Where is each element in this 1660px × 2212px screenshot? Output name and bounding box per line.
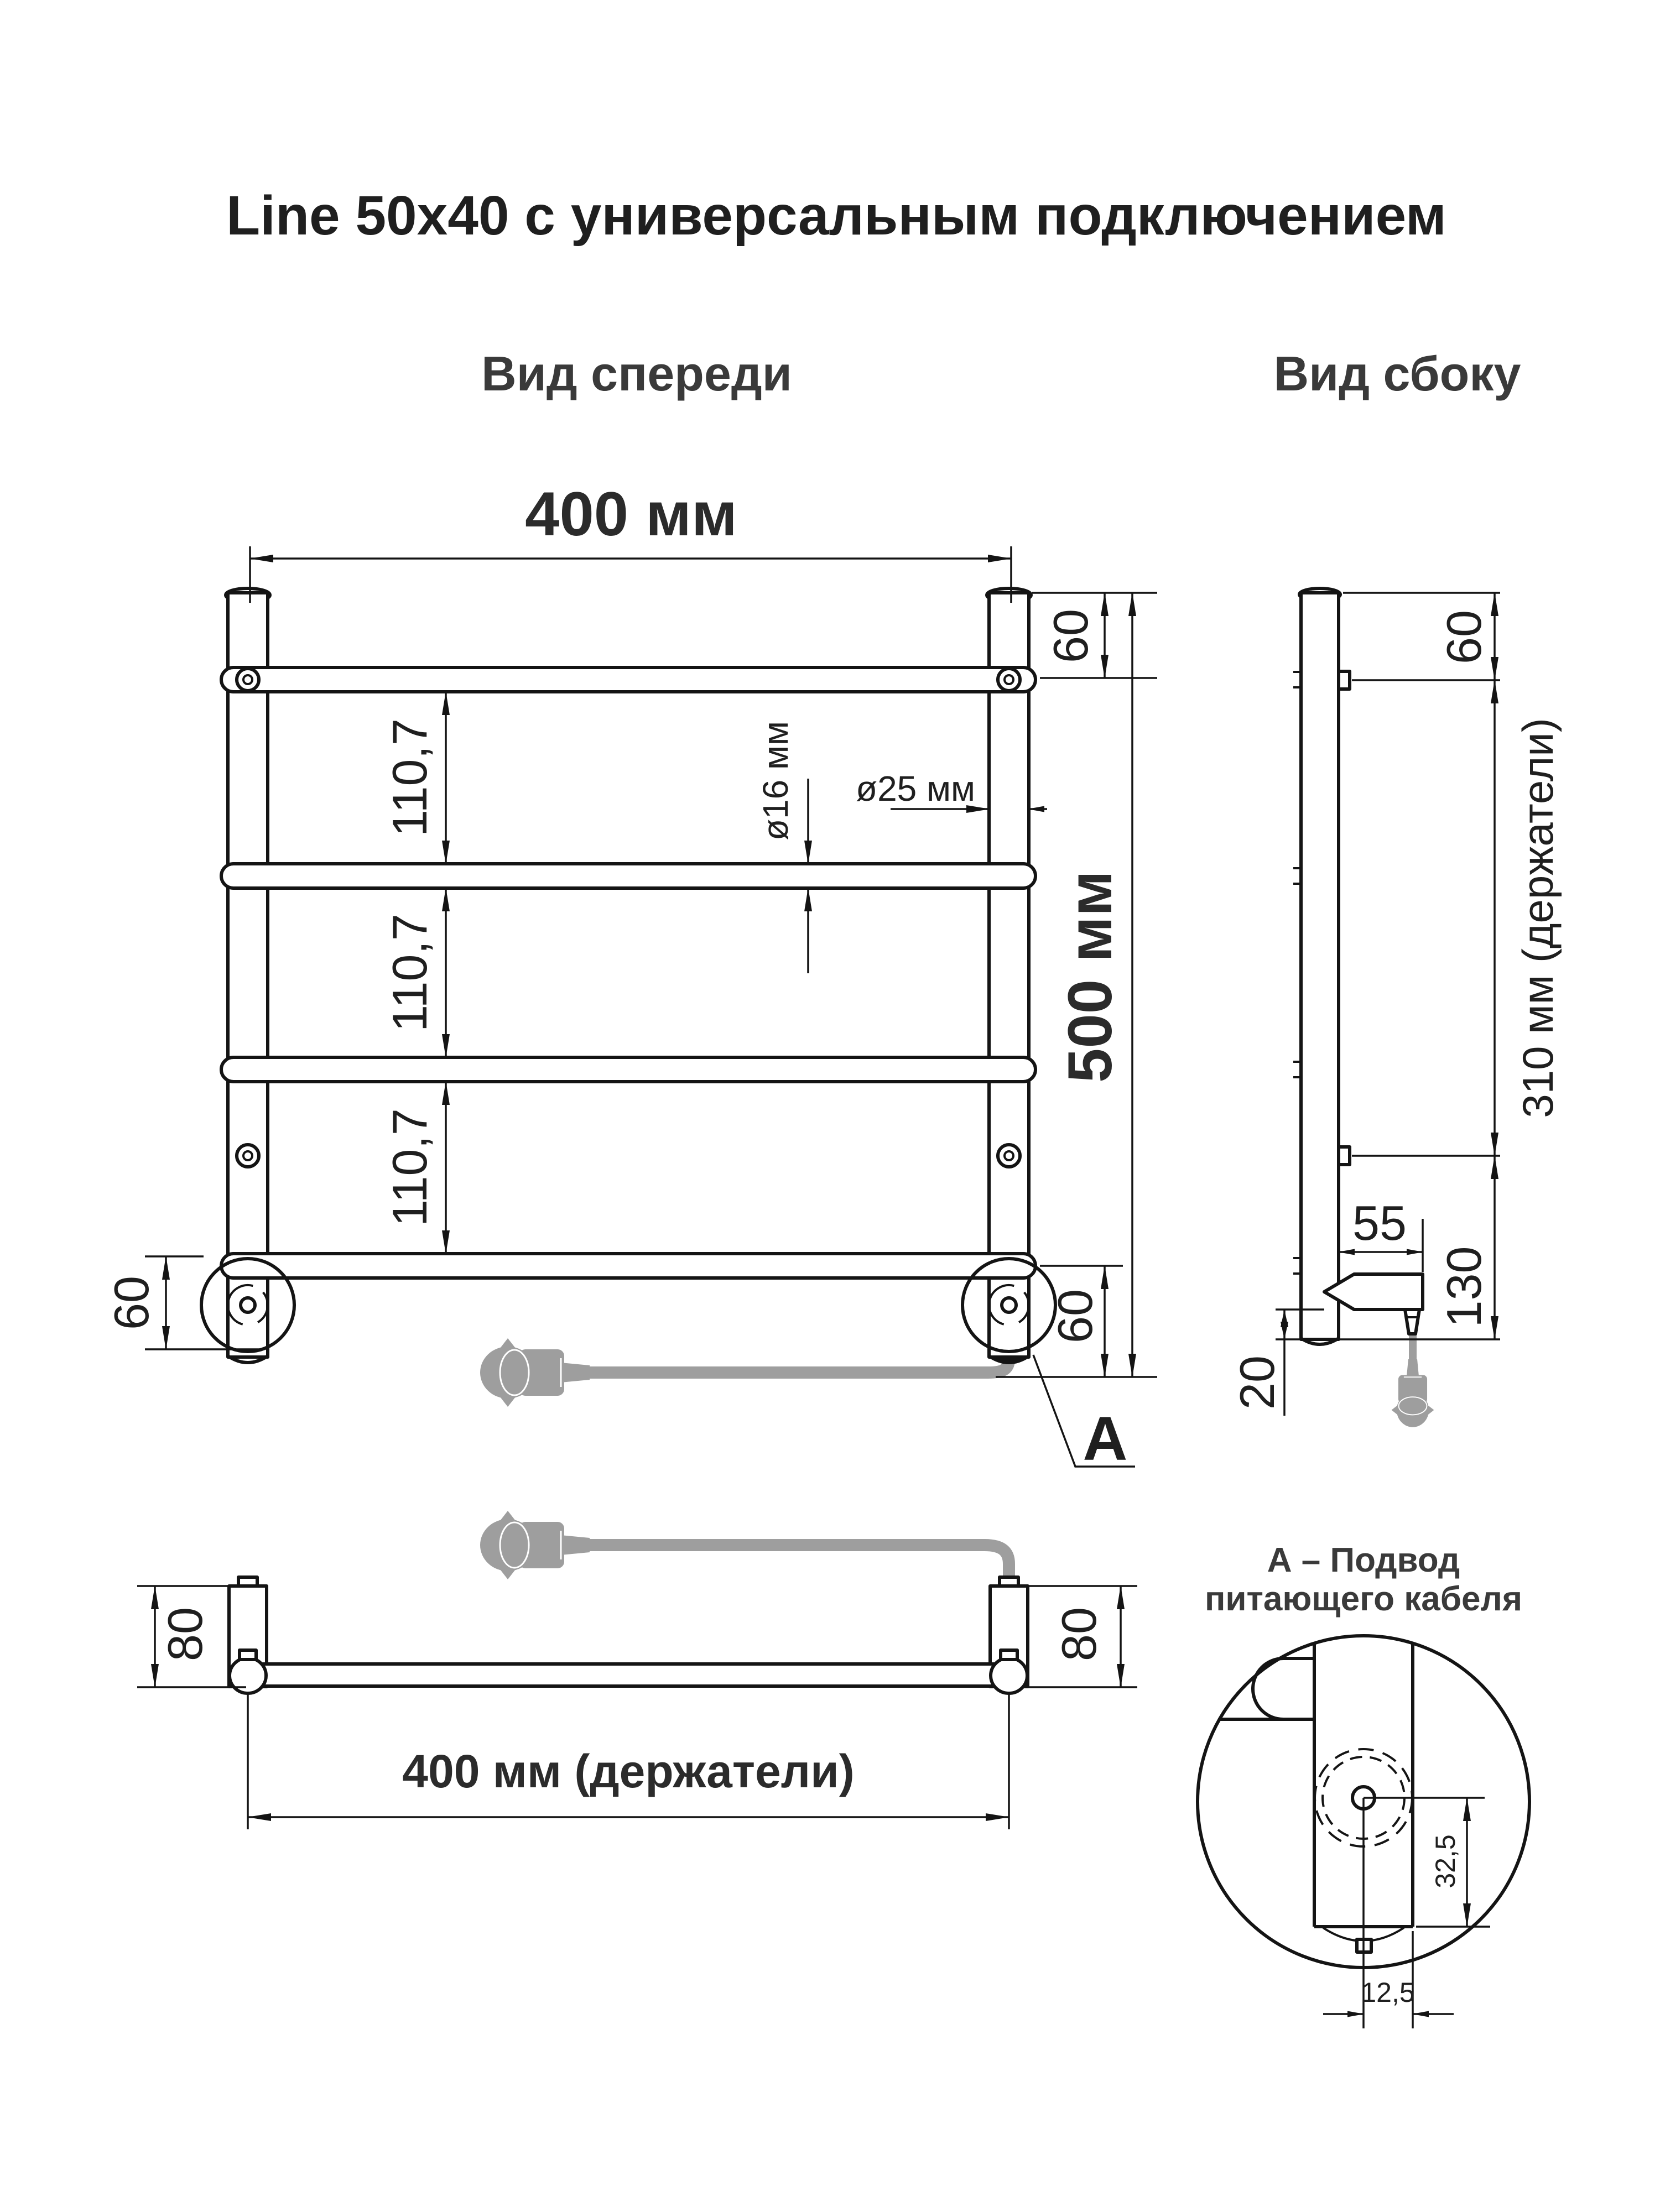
holder-nub-left <box>237 1575 259 1588</box>
dim-rung-gaps: 110,7 110,7 110,7 <box>382 691 450 1254</box>
power-plug-side <box>1391 1359 1435 1428</box>
svg-text:110,7: 110,7 <box>382 718 437 837</box>
rail-top-view <box>246 1662 1011 1688</box>
dim-bracket-right-60: 60 <box>1040 1265 1123 1378</box>
side-dim-60: 60 <box>1343 592 1500 681</box>
svg-text:400 мм (держатели): 400 мм (держатели) <box>402 1745 854 1797</box>
svg-text:500 мм: 500 мм <box>1055 870 1125 1083</box>
bracket-screw-icon-right <box>988 1284 1030 1326</box>
post-right-bottom-cap <box>988 1354 1030 1364</box>
dim-height-500: 500 мм <box>996 592 1157 1378</box>
svg-text:60: 60 <box>1437 610 1491 664</box>
front-view-label: Вид спереди <box>481 346 792 401</box>
bottom-view: 80 80 400 мм (держатели) <box>137 1510 1137 1829</box>
svg-text:32,5: 32,5 <box>1430 1834 1461 1888</box>
bracket-circle-left <box>200 1257 296 1353</box>
post-pin-left <box>238 1648 258 1661</box>
rung-ticks <box>1293 671 1301 1275</box>
power-cable-bottom <box>584 1539 1015 1582</box>
svg-text:130: 130 <box>1437 1246 1491 1328</box>
svg-text:ø16 мм: ø16 мм <box>756 721 795 841</box>
side-dim-310: 310 мм (держатели) <box>1352 680 1562 1157</box>
post-end-right <box>989 1656 1029 1695</box>
detail-dim-12-5: 12,5 <box>1323 1798 1454 2028</box>
rung-3 <box>220 1056 1037 1083</box>
svg-text:60: 60 <box>1048 1289 1102 1343</box>
side-view: 60 310 мм (держатели) 55 130 20 <box>1230 587 1562 1428</box>
detail-a-title-line1: А – Подвод <box>1267 1541 1460 1579</box>
detail-a-title-line2: питающего кабеля <box>1205 1580 1522 1618</box>
svg-text:60: 60 <box>104 1276 159 1330</box>
detail-rung-end <box>1220 1657 1314 1721</box>
post-right <box>987 591 1031 1359</box>
dim-tube-diameter: ø16 мм <box>756 721 812 973</box>
svg-text:60: 60 <box>1043 609 1098 663</box>
power-plug-front <box>479 1337 591 1408</box>
svg-text:80: 80 <box>1052 1607 1106 1661</box>
cable-stub-side <box>1409 1334 1417 1360</box>
dim-width-value: 400 мм <box>525 479 737 549</box>
side-foot <box>1323 1272 1424 1311</box>
power-cable-front <box>584 1353 1015 1379</box>
side-dim-55: 55 <box>1338 1196 1424 1272</box>
svg-text:55: 55 <box>1352 1196 1407 1250</box>
detail-a: А – Подвод питающего кабеля 32,5 12,5 <box>1196 1541 1531 2028</box>
post-left-bottom-cap <box>227 1354 269 1364</box>
dim-width-400: 400 мм <box>249 479 1012 603</box>
rung-1 <box>220 666 1037 693</box>
svg-text:80: 80 <box>158 1607 212 1661</box>
rung-2 <box>220 862 1037 890</box>
bracket-circle-right <box>961 1257 1057 1353</box>
svg-text:12,5: 12,5 <box>1361 1977 1414 2008</box>
bracket-screw-icon-left <box>227 1284 269 1326</box>
dim-top-offset-60: 60 <box>1032 592 1157 679</box>
bottom-dim-400: 400 мм (держатели) <box>247 1694 1010 1829</box>
post-left <box>226 591 269 1359</box>
holder-nub-right <box>998 1575 1020 1588</box>
svg-text:ø25 мм: ø25 мм <box>856 769 975 808</box>
bottom-dim-80-right: 80 <box>1028 1585 1137 1688</box>
page-title: Line 50x40 с универсальным подключением <box>226 185 1446 247</box>
bottom-dim-80-left: 80 <box>137 1585 246 1688</box>
detail-dim-32-5: 32,5 <box>1364 1797 1490 1928</box>
wall-bracket-top <box>1337 670 1351 691</box>
side-view-label: Вид сбоку <box>1274 346 1521 401</box>
front-view: 400 мм 60 500 мм 110,7 110,7 110,7 ø1 <box>104 479 1157 1473</box>
dim-post-diameter: ø25 мм <box>856 769 1047 813</box>
screw-hole-icons <box>235 667 1022 1168</box>
dim-bracket-left-60: 60 <box>104 1255 260 1350</box>
post-pin-right <box>999 1648 1019 1661</box>
side-post <box>1299 591 1340 1341</box>
svg-text:310 мм (держатели): 310 мм (держатели) <box>1513 718 1562 1118</box>
svg-text:110,7: 110,7 <box>382 1108 437 1227</box>
svg-text:110,7: 110,7 <box>382 914 437 1032</box>
rung-4 <box>220 1252 1037 1280</box>
cable-gland-side <box>1403 1308 1421 1335</box>
callout-a: А <box>1032 1354 1135 1473</box>
svg-text:20: 20 <box>1230 1355 1284 1410</box>
power-plug-bottom <box>479 1510 591 1580</box>
callout-a-label: А <box>1083 1404 1128 1473</box>
side-dim-130: 130 <box>1276 1155 1500 1340</box>
wall-bracket-bottom <box>1337 1145 1351 1166</box>
side-dim-20: 20 <box>1230 1308 1324 1416</box>
